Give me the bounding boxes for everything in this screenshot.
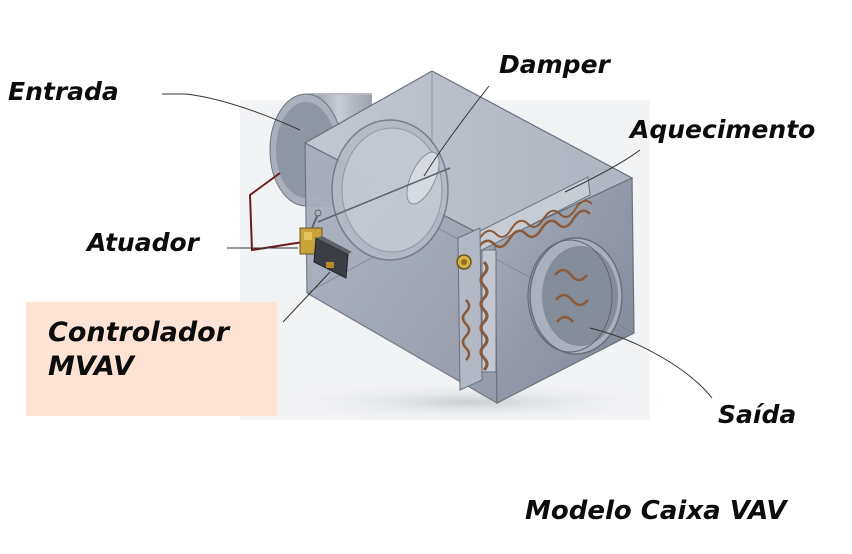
- controller-label: Controlador MVAV: [48, 316, 229, 384]
- diagram-caption: Modelo Caixa VAV: [525, 496, 787, 526]
- controller-label-box: Controlador MVAV: [26, 302, 277, 416]
- ground-shadow: [250, 380, 690, 424]
- label-atuador: Atuador: [87, 228, 199, 257]
- label-damper: Damper: [499, 50, 610, 79]
- coil-frame: [456, 227, 497, 391]
- label-entrada: Entrada: [8, 77, 119, 106]
- leader-lines: [162, 85, 713, 399]
- damper-disk: [317, 119, 451, 261]
- label-saida: Saída: [718, 400, 797, 429]
- controller-unit: [313, 236, 352, 279]
- controller-label-line2: MVAV: [48, 351, 134, 382]
- outlet-duct: [527, 237, 623, 355]
- heating-coil: [469, 176, 593, 256]
- controller-label-line1: Controlador: [48, 317, 230, 348]
- label-aquecimento: Aquecimento: [630, 115, 816, 144]
